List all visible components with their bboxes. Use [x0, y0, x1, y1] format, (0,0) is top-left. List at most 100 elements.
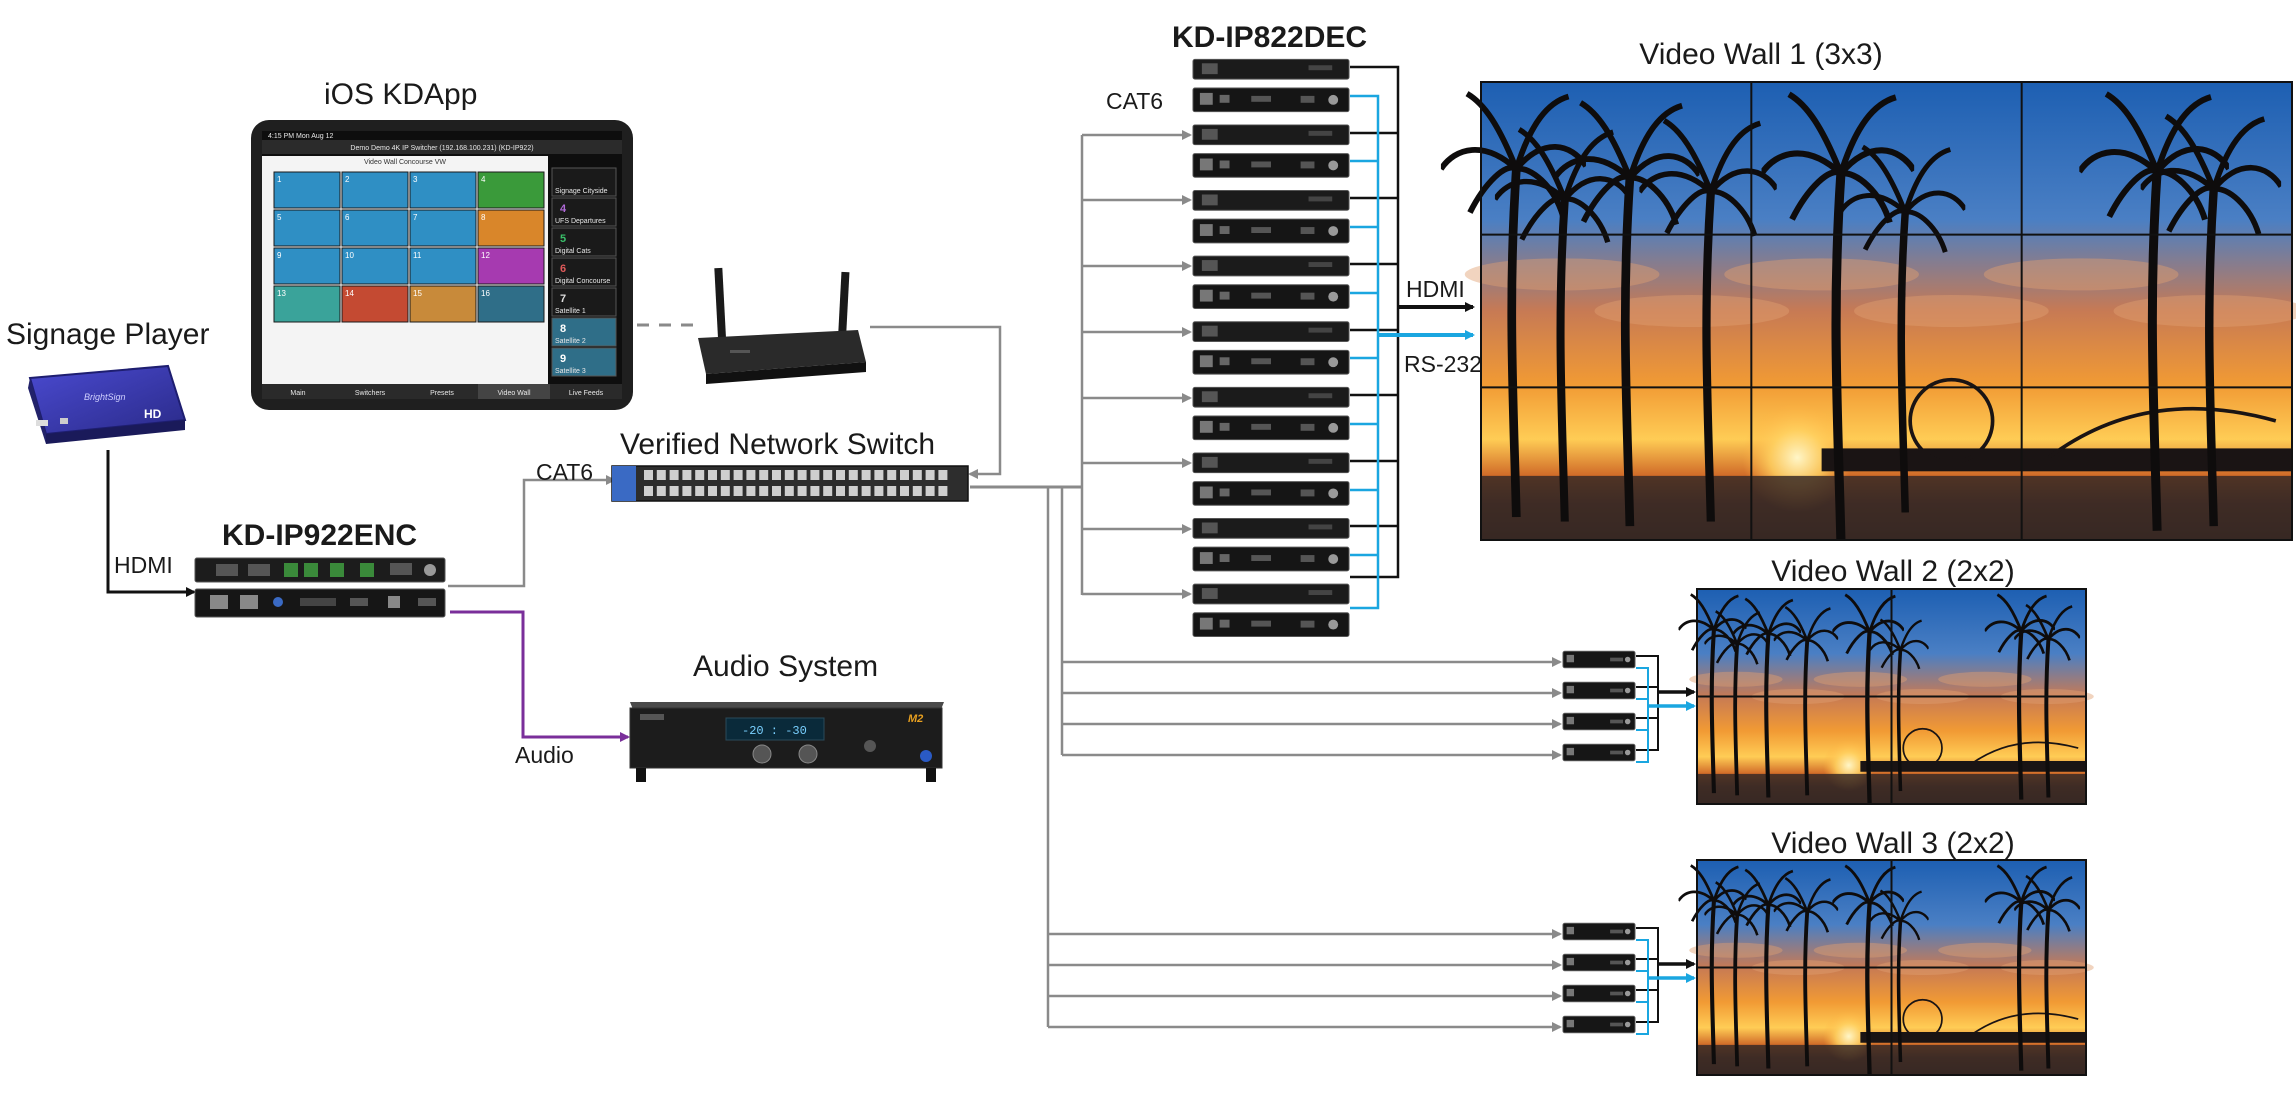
audio-amplifier-icon: -20 : -30 M2 [629, 702, 944, 782]
cat6-label-decoder: CAT6 [1106, 88, 1163, 114]
app-tab[interactable]: Video Wall [497, 390, 531, 397]
app-tab[interactable]: Presets [430, 390, 454, 397]
switch-port [695, 486, 705, 496]
wall-scene-cloud [1813, 671, 1908, 687]
decoder-device-icon [1192, 583, 1350, 637]
app-grid-tile[interactable] [477, 171, 545, 209]
app-grid-tile-number: 12 [481, 251, 490, 260]
network-switch-icon [611, 465, 969, 502]
hdmi-player-to-encoder [106, 450, 196, 597]
decoder-device-icon [1562, 650, 1636, 669]
decoder-device-icon [1562, 922, 1636, 941]
app-source-number: 9 [560, 353, 566, 365]
app-grid-tile[interactable] [409, 247, 477, 285]
wall3-decoders [1562, 922, 1636, 1034]
app-tab[interactable]: Switchers [355, 390, 386, 397]
app-source-item[interactable] [551, 257, 617, 287]
switch-port [925, 470, 935, 480]
app-source-item[interactable] [551, 347, 617, 377]
decoder-device-icon [1192, 255, 1350, 309]
decoder-device-icon [1562, 712, 1636, 731]
audio-system: Audio System -20 : -30 M2 Audio [515, 650, 944, 782]
hdmi-label-player: HDMI [114, 552, 173, 578]
switch-port [836, 470, 845, 480]
cat6-encoder-to-switch [448, 475, 616, 588]
app-grid-tile-number: 9 [277, 251, 282, 260]
audio-system-label: Audio System [693, 650, 878, 683]
switch-port [861, 486, 871, 496]
app-grid-tile-number: 16 [481, 289, 490, 298]
video-wall-1-screen [1441, 81, 2296, 541]
decoder-device-icon [1562, 681, 1636, 700]
switch-port [874, 470, 884, 480]
app-source-number: 6 [560, 263, 566, 275]
app-source-item[interactable] [551, 287, 617, 317]
app-grid-tile-number: 3 [413, 175, 418, 184]
app-source-item[interactable] [551, 167, 617, 197]
decoder-device-icon [1192, 124, 1350, 178]
wall3-rs232-bus [1636, 939, 1649, 1035]
app-grid-tile[interactable] [273, 247, 341, 285]
app-grid-tile[interactable] [341, 171, 409, 209]
audio-encoder-to-amp [450, 610, 630, 742]
switch-port [720, 486, 730, 496]
switch-port [656, 470, 666, 480]
app-source-item[interactable] [551, 227, 617, 257]
switch-port [669, 486, 679, 496]
app-grid-tile[interactable] [273, 285, 341, 323]
app-grid-tile-number: 8 [481, 213, 486, 222]
app-grid-tile-number: 5 [277, 213, 282, 222]
audio-label: Audio [515, 742, 574, 768]
app-grid-tile[interactable] [409, 171, 477, 209]
app-grid-tile-number: 2 [345, 175, 350, 184]
switch-port [784, 470, 794, 480]
app-source-item[interactable] [551, 197, 617, 227]
app-grid-tile[interactable] [477, 285, 545, 323]
encoder: KD-IP922ENC [194, 519, 446, 618]
switch-port [861, 470, 871, 480]
app-grid-tile[interactable] [477, 209, 545, 247]
app-grid-tile[interactable] [477, 247, 545, 285]
network-switch-label: Verified Network Switch [620, 428, 935, 461]
decoder-device-icon [1192, 58, 1350, 113]
app-source-item[interactable] [551, 317, 617, 347]
app-grid-tile[interactable] [273, 209, 341, 247]
app-grid-tile[interactable] [341, 285, 409, 323]
app-tabs[interactable]: Main Switchers Presets Video Wall Live Feeds [290, 384, 604, 399]
switch-port [912, 486, 922, 496]
app-grid-tile[interactable] [341, 209, 409, 247]
switch-port [759, 470, 769, 480]
decoder-device-icon [1562, 953, 1636, 972]
app-grid-tile[interactable] [409, 209, 477, 247]
switch-port [823, 470, 833, 480]
svg-text:HD: HD [144, 407, 162, 421]
switch-port [938, 486, 948, 496]
app-grid-tile[interactable] [409, 285, 477, 323]
app-grid-tile[interactable] [341, 247, 409, 285]
wall-frame [1480, 81, 2293, 541]
video-wall-2-label: Video Wall 2 (2x2) [1771, 555, 2014, 588]
switch-port [772, 486, 781, 496]
app-status-text: 4:15 PM Mon Aug 12 [268, 133, 333, 140]
decoder-device-icon [1192, 452, 1350, 506]
switch-port [682, 486, 692, 496]
connections [106, 65, 1696, 1035]
cat6-label-encoder: CAT6 [536, 459, 593, 485]
app-window-title: Demo Demo 4K IP Switcher (192.168.100.23… [350, 145, 533, 152]
app-grid-tile-number: 11 [413, 251, 422, 260]
app-source-number: 5 [560, 233, 566, 245]
switch-port [848, 486, 858, 496]
app-grid-tile-number: 10 [345, 251, 354, 260]
wall2-decoders [1562, 650, 1636, 762]
app-tab[interactable]: Main [290, 390, 305, 397]
switch-port [887, 470, 897, 480]
video-wall-3: Video Wall 3 (2x2) [1679, 827, 2094, 1076]
app-tab[interactable]: Live Feeds [569, 390, 604, 397]
switch-port [810, 486, 820, 496]
app-grid-tile[interactable] [273, 171, 341, 209]
network-switch: Verified Network Switch CAT6 [536, 428, 969, 502]
switch-port [644, 486, 653, 496]
wall-scene-sea [1481, 475, 2292, 540]
